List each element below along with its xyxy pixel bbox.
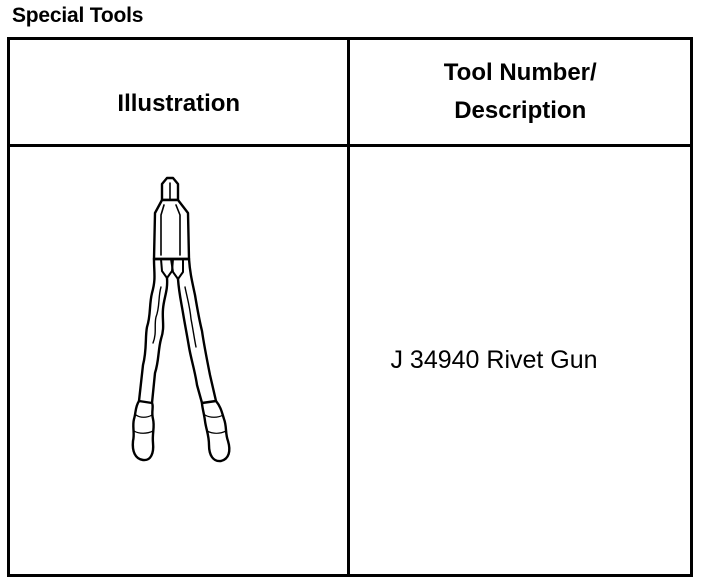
- rivet-gun-icon: [131, 176, 231, 463]
- table-header-row: Illustration Tool Number/ Description: [6, 37, 693, 147]
- header-tool-number-line1: Tool Number/: [443, 59, 597, 86]
- header-illustration-label: Illustration: [117, 90, 241, 117]
- illustration-cell: [6, 144, 351, 577]
- table-row: J 34940 Rivet Gun: [6, 144, 693, 577]
- special-tools-table: Illustration Tool Number/ Description: [6, 37, 693, 577]
- header-tool-number-line2: Description: [454, 97, 587, 124]
- section-title: Special Tools: [12, 4, 144, 27]
- header-illustration: Illustration: [6, 37, 351, 147]
- header-tool-number: Tool Number/ Description: [347, 37, 693, 147]
- description-cell: J 34940 Rivet Gun: [347, 144, 693, 577]
